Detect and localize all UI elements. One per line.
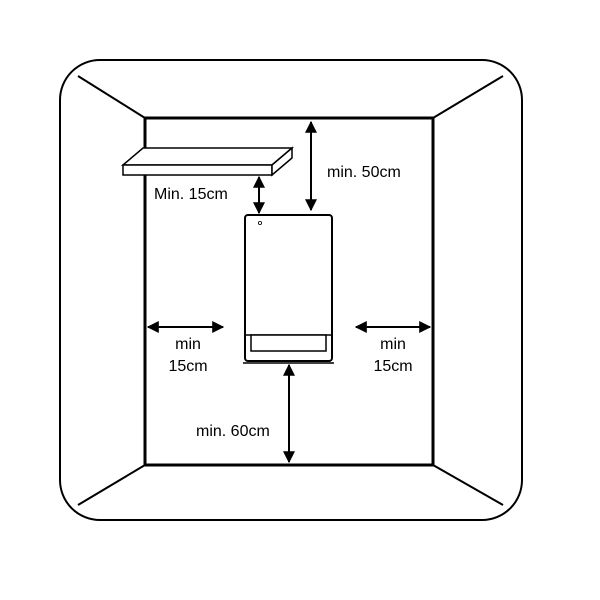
heater-unit (244, 214, 333, 362)
corner-line-bottom-right (432, 464, 504, 506)
corner-line-top-right (432, 75, 504, 119)
shelf (120, 146, 295, 177)
label-right-gap-line1: min (380, 336, 406, 353)
label-top-gap: min. 50cm (327, 164, 401, 181)
corner-line-top-left (77, 75, 146, 119)
back-wall (143, 116, 435, 467)
label-bottom-gap: min. 60cm (196, 423, 270, 440)
corner-line-bottom-left (77, 464, 146, 506)
heater-indicator-dot (257, 220, 262, 225)
label-left-gap-line2: 15cm (168, 358, 207, 375)
label-right-gap-line2: 15cm (373, 358, 412, 375)
label-left-gap-line1: min (175, 336, 201, 353)
room-outer-frame (59, 59, 523, 521)
label-shelf-gap: Min. 15cm (154, 186, 228, 203)
heater-body (244, 214, 333, 362)
heater-base-bar (250, 334, 327, 352)
